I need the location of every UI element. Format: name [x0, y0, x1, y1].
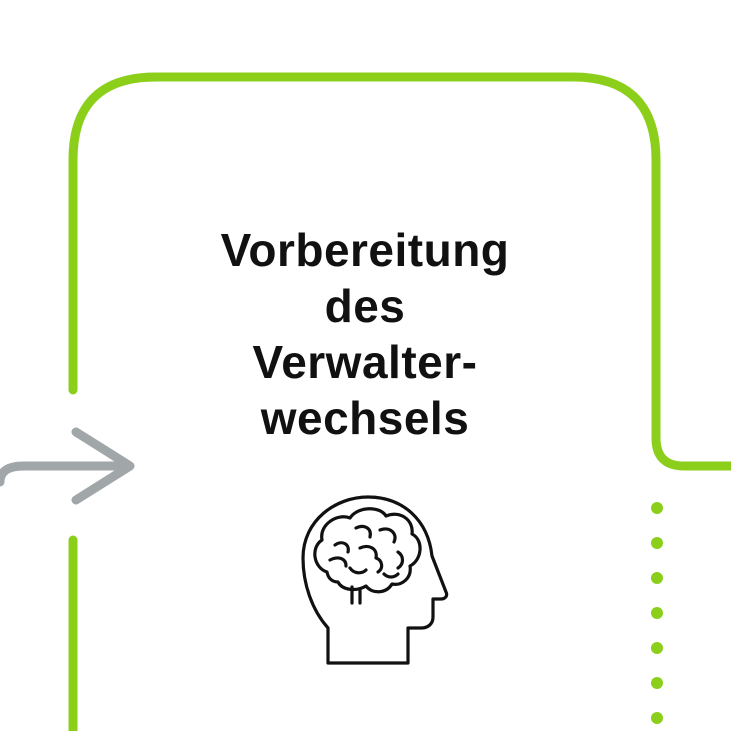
brain-head-icon [301, 495, 449, 665]
step-title: Vorbereitung des Verwalter- wechsels [190, 222, 540, 446]
connector-dot [651, 712, 663, 724]
incoming-arrow-line [0, 461, 133, 487]
connector-dot [651, 502, 663, 514]
dotted-connector [651, 502, 663, 724]
step-frame-border [68, 72, 731, 471]
connector-dot [651, 642, 663, 654]
step-title-line-2: des [324, 280, 406, 332]
connector-dot [651, 537, 663, 549]
connector-dot [651, 572, 663, 584]
connector-dot [651, 677, 663, 689]
connector-dot [651, 607, 663, 619]
step-title-line-3: Verwalter- [252, 336, 478, 388]
step-title-line-1: Vorbereitung [220, 224, 510, 276]
step-title-line-4: wechsels [260, 392, 470, 444]
incoming-arrow-head [71, 427, 135, 505]
